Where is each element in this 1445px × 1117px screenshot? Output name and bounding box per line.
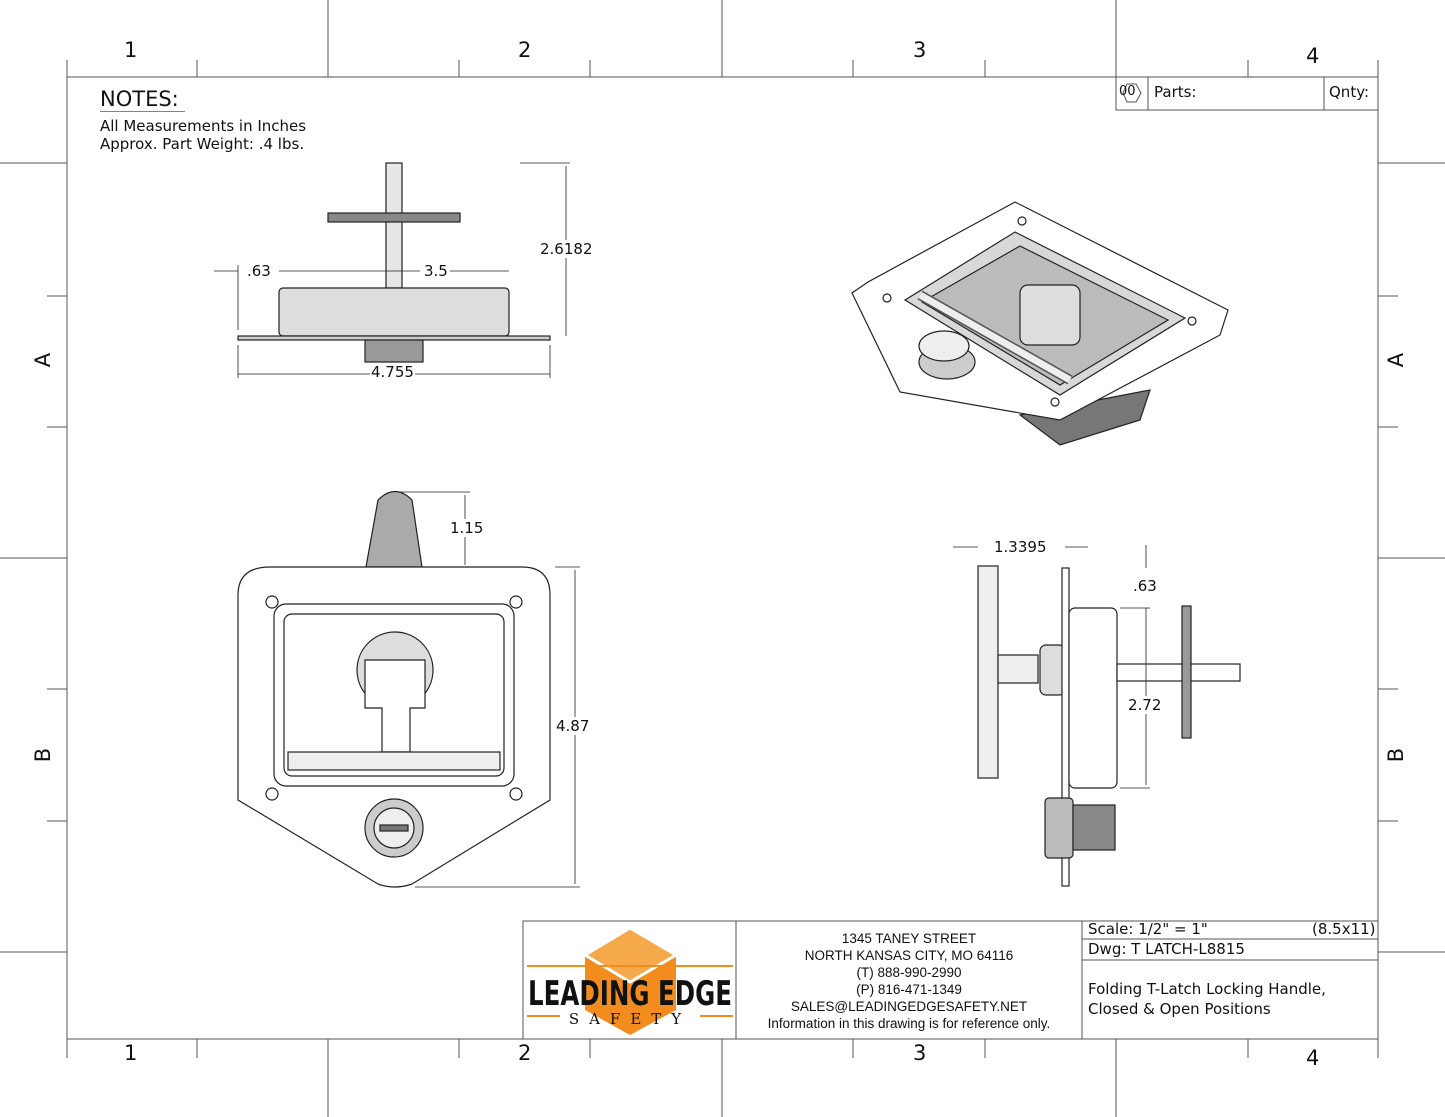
zone-column-1-bottom: 1 [124, 1041, 138, 1065]
top-view [237, 162, 551, 363]
phone-t: (T) 888-990-2990 [856, 965, 962, 980]
dim-handle-height: 1.15 [449, 519, 485, 537]
zone-column-2-top: 2 [518, 38, 532, 62]
svg-text:SAFETY: SAFETY [569, 1010, 691, 1028]
zone-row-a-right: A [1384, 352, 1409, 368]
zone-column-1-top: 1 [124, 38, 138, 62]
qnty-label: Qnty: [1329, 83, 1370, 101]
parts-label: Parts: [1154, 83, 1197, 101]
dim-overall-width: 4.755 [370, 363, 415, 381]
notes-weight: Approx. Part Weight: .4 lbs. [100, 135, 305, 153]
dim-body-height: 2.72 [1127, 696, 1163, 714]
notes-title: NOTES: [100, 87, 185, 112]
dim-depth: 1.3395 [993, 538, 1048, 556]
zone-column-3-top: 3 [913, 38, 927, 62]
scale-label: Scale: 1/2" = 1" [1088, 920, 1208, 938]
svg-text:LEADING EDGE: LEADING EDGE [528, 974, 732, 1014]
parts-table-grid [1115, 76, 1379, 111]
zone-column-2-bottom: 2 [518, 1041, 532, 1065]
zone-column-4-bottom: 4 [1306, 1046, 1320, 1070]
dim-inner-width: 3.5 [423, 262, 449, 280]
zone-row-b-right: B [1384, 747, 1409, 763]
company-address: 1345 TANEY STREET NORTH KANSAS CITY, MO … [738, 930, 1080, 1032]
phone-p: (P) 816-471-1349 [856, 982, 962, 997]
title-block-grid [522, 920, 1379, 1040]
front-view [237, 490, 551, 888]
notes-units: All Measurements in Inches [100, 117, 307, 135]
zone-column-3-bottom: 3 [913, 1041, 927, 1065]
address-city: NORTH KANSAS CITY, MO 64116 [804, 948, 1014, 963]
drawing-number: Dwg: T LATCH-L8815 [1088, 940, 1245, 958]
disclaimer: Information in this drawing is for refer… [767, 1016, 1051, 1031]
dim-left-flange: .63 [246, 262, 272, 280]
email: SALES@LEADINGEDGESAFETY.NET [790, 999, 1028, 1014]
parts-item-number: 00 [1119, 84, 1136, 99]
zone-row-a-left: A [31, 352, 56, 368]
dim-top-offset: .63 [1132, 577, 1158, 595]
dim-height: 2.6182 [539, 240, 594, 258]
description-line-2: Closed & Open Positions [1088, 1000, 1271, 1018]
dim-overall-height: 4.87 [555, 717, 591, 735]
isometric-view [851, 201, 1229, 446]
description-line-1: Folding T-Latch Locking Handle, [1088, 980, 1326, 998]
zone-row-b-left: B [31, 747, 56, 763]
address-street: 1345 TANEY STREET [841, 931, 977, 946]
side-view [977, 565, 1241, 887]
company-logo: LEADING EDGE SAFETY [527, 926, 733, 1035]
zone-column-4-top: 4 [1306, 44, 1320, 68]
sheet-size: (8.5x11) [1312, 920, 1376, 938]
